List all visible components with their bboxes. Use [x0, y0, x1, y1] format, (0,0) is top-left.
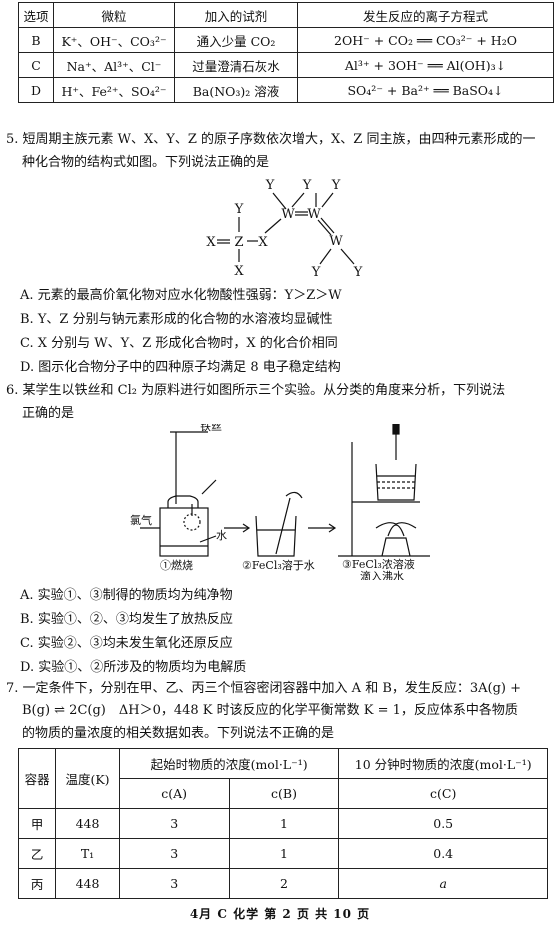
question-5-option-d: D. 图示化合物分子中的四种原子均满足 8 电子稳定结构 — [20, 360, 341, 375]
atom-label: X — [234, 264, 244, 279]
atom-label: W — [329, 234, 343, 249]
question-5-option-b: B. Y、Z 分别与钠元素形成的化合物的水溶液均显碱性 — [20, 312, 333, 327]
table-cell: 1 — [228, 838, 340, 869]
table-cell: 3 — [118, 868, 230, 899]
table-cell: 448 — [55, 808, 120, 839]
table-cell: 1 — [228, 808, 340, 839]
table-cell: 2OH⁻ + CO₂ ══ CO₃²⁻ + H₂O — [297, 27, 554, 53]
table-cell: 3 — [118, 838, 230, 869]
iron-chlorine-experiment-figure: 铁丝 氯气 水 ①燃烧 ②FeCl₃溶于水 ③FeCl₃浓溶液 滴入沸水 — [130, 424, 430, 580]
atom-label: X — [258, 235, 268, 250]
experiment-3-caption: 滴入沸水 — [360, 569, 404, 580]
atom-label: Y — [311, 265, 321, 280]
table-header-row: 选项 微粒 加入的试剂 发生反应的离子方程式 — [18, 2, 554, 28]
table-row: D H⁺、Fe²⁺、SO₄²⁻ Ba(NO₃)₂ 溶液 SO₄²⁻ + Ba²⁺… — [18, 77, 554, 103]
table-header-cell: 微粒 — [53, 2, 175, 28]
table-cell: H⁺、Fe²⁺、SO₄²⁻ — [53, 77, 175, 103]
table-cell: T₁ — [55, 838, 120, 869]
table-header-cell: c(B) — [228, 778, 340, 809]
atom-label: Z — [234, 235, 243, 250]
table-header-row: c(A) c(B) c(C) — [19, 778, 548, 809]
table-header-cell: 10 分钟时物质的浓度(mol·L⁻¹) — [338, 748, 548, 779]
atom-label: X — [206, 235, 216, 250]
table-header-cell: 选项 — [18, 2, 54, 28]
table-cell: C — [18, 52, 54, 78]
question-5-stem-line1: 5. 短周期主族元素 W、X、Y、Z 的原子序数依次增大，X、Z 同主族，由四种… — [6, 132, 536, 147]
table-header-cell: c(A) — [118, 778, 230, 809]
atom-label: W — [307, 207, 321, 222]
question-5-option-c: C. X 分别与 W、Y、Z 形成化合物时，X 的化合价相同 — [20, 336, 338, 351]
question-6-option-d: D. 实验①、②所涉及的物质均为电解质 — [20, 660, 247, 675]
table-cell: 通入少量 CO₂ — [174, 27, 298, 53]
table-cell: K⁺、OH⁻、CO₃²⁻ — [53, 27, 175, 53]
concentration-data-table: 容器 温度(K) 起始时物质的浓度(mol·L⁻¹) 10 分钟时物质的浓度(m… — [17, 748, 548, 899]
table-cell: 448 — [55, 868, 120, 899]
table-header-cell: 发生反应的离子方程式 — [297, 2, 554, 28]
atom-label: Y — [302, 178, 312, 193]
structural-formula-diagram: Y X Z X X W W Y Y Y W Y Y — [206, 178, 363, 280]
table-row: 甲 448 3 1 0.5 — [17, 808, 548, 839]
question-7-stem-line2: B(g) ⇌ 2C(g) ΔH＞0，448 K 时该反应的化学平衡常数 K = … — [22, 703, 518, 718]
atom-label: W — [281, 207, 295, 222]
table-cell: D — [18, 77, 54, 103]
table-header-cell: c(C) — [338, 778, 548, 809]
atom-label: Y — [353, 265, 363, 280]
table-row: C Na⁺、Al³⁺、Cl⁻ 过量澄清石灰水 Al³⁺ + 3OH⁻ ══ Al… — [18, 52, 554, 78]
table-cell: 2 — [228, 868, 340, 899]
table-header-cell: 温度(K) — [55, 748, 120, 809]
table-cell: 过量澄清石灰水 — [174, 52, 298, 78]
reaction-options-table: 选项 微粒 加入的试剂 发生反应的离子方程式 B K⁺、OH⁻、CO₃²⁻ 通入… — [18, 2, 554, 103]
table-cell: B — [18, 27, 54, 53]
question-6-option-a: A. 实验①、③制得的物质均为纯净物 — [20, 588, 233, 603]
question-6-stem-line1: 6. 某学生以铁丝和 Cl₂ 为原料进行如图所示三个实验。从分类的角度来分析，下… — [6, 383, 506, 398]
experiment-1-caption: ①燃烧 — [160, 558, 193, 572]
question-6-option-c: C. 实验②、③均未发生氧化还原反应 — [20, 636, 233, 651]
table-header-row: 容器 温度(K) 起始时物质的浓度(mol·L⁻¹) 10 分钟时物质的浓度(m… — [17, 748, 548, 809]
table-header-cell: 容器 — [17, 748, 57, 809]
table-row: 丙 448 3 2 a — [17, 868, 548, 899]
table-cell: 丙 — [17, 868, 57, 899]
atom-label: Y — [234, 202, 244, 217]
water-label: 水 — [216, 529, 227, 542]
table-cell: Na⁺、Al³⁺、Cl⁻ — [53, 52, 175, 78]
table-cell: a — [338, 868, 548, 899]
question-5-stem-line2: 种化合物的结构式如图。下列说法正确的是 — [22, 155, 270, 170]
table-row: B K⁺、OH⁻、CO₃²⁻ 通入少量 CO₂ 2OH⁻ + CO₂ ══ CO… — [18, 27, 554, 53]
page-footer: 4月 C 化学 第 2 页 共 10 页 — [189, 907, 371, 921]
question-7-stem-line3: 的物质的量浓度的相关数据如表。下列说法不正确的是 — [22, 726, 335, 741]
iron-wire-label: 铁丝 — [200, 424, 222, 433]
experiment-2-caption: ②FeCl₃溶于水 — [242, 558, 315, 572]
atom-label: Y — [331, 178, 341, 193]
table-header-cell: 起始时物质的浓度(mol·L⁻¹) — [118, 748, 340, 779]
table-header-cell: 加入的试剂 — [174, 2, 298, 28]
table-cell: 0.4 — [338, 838, 548, 869]
chlorine-label: 氯气 — [130, 513, 152, 527]
table-cell: Al³⁺ + 3OH⁻ ══ Al(OH)₃↓ — [297, 52, 554, 78]
question-7-stem-line1: 7. 一定条件下，分别在甲、乙、丙三个恒容密闭容器中加入 A 和 B，发生反应：… — [6, 681, 522, 696]
experiment-3-caption: ③FeCl₃浓溶液 — [342, 557, 415, 571]
question-5-option-a: A. 元素的最高价氧化物对应水化物酸性强弱：Y＞Z＞W — [20, 288, 342, 303]
table-cell: 甲 — [17, 808, 57, 839]
atom-label: Y — [265, 178, 275, 193]
table-cell: Ba(NO₃)₂ 溶液 — [174, 77, 298, 103]
table-row: 乙 T₁ 3 1 0.4 — [17, 838, 548, 869]
table-cell: 3 — [118, 808, 230, 839]
table-cell: 0.5 — [338, 808, 548, 839]
table-cell: SO₄²⁻ + Ba²⁺ ══ BaSO₄↓ — [297, 77, 554, 103]
question-6-option-b: B. 实验①、②、③均发生了放热反应 — [20, 612, 233, 627]
table-cell: 乙 — [17, 838, 57, 869]
question-6-stem-line2: 正确的是 — [22, 406, 75, 421]
